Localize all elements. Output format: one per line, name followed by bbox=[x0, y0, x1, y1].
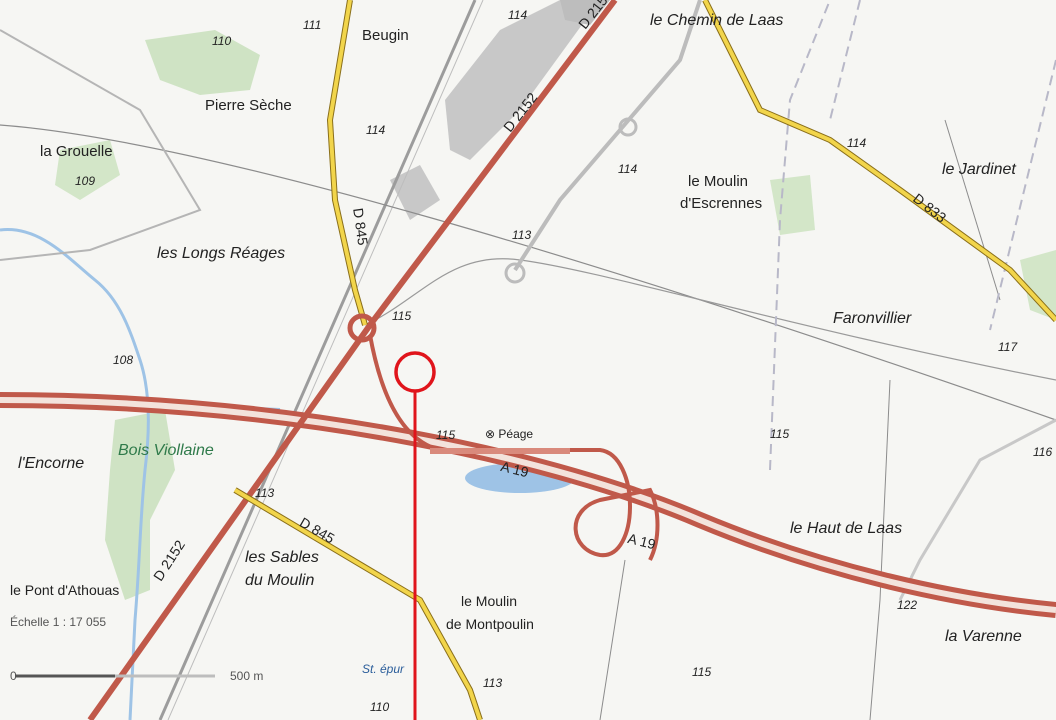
minor-road bbox=[0, 29, 202, 261]
elevation-label: 113 bbox=[255, 486, 275, 500]
place-label-faronvillier: Faronvillier bbox=[833, 310, 912, 327]
road-d845 bbox=[233, 488, 482, 720]
minor-road bbox=[829, 0, 861, 121]
red-circle-pin-icon bbox=[394, 351, 436, 393]
place-label-pont-athouas: le Pont d'Athouas bbox=[10, 582, 120, 598]
railway bbox=[167, 0, 484, 720]
elevation-label: 110 bbox=[370, 700, 390, 714]
elevation-label: 122 bbox=[897, 598, 918, 612]
minor-road bbox=[0, 124, 1056, 421]
place-label-longs-reages: les Longs Réages bbox=[157, 245, 286, 262]
elevation-label: 116 bbox=[1033, 445, 1053, 459]
toll-label-peage: ⊗ Péage bbox=[485, 427, 534, 441]
roundabout bbox=[618, 117, 638, 137]
place-label-grouelle: la Grouelle bbox=[40, 143, 113, 160]
place-label-montpoulin-1: le Moulin bbox=[461, 593, 518, 609]
elevation-label: 115 bbox=[392, 309, 412, 323]
minor-road bbox=[989, 59, 1056, 331]
industrial-building bbox=[445, 0, 600, 160]
industrial-building bbox=[560, 0, 610, 25]
toll-plaza bbox=[430, 448, 570, 454]
elevation-label: 115 bbox=[436, 428, 456, 442]
road-d845 bbox=[327, 0, 367, 326]
road-d2152 bbox=[87, 0, 618, 720]
forest-patch bbox=[105, 410, 175, 600]
place-label-bois-viollaine: Bois Viollaine bbox=[118, 442, 214, 459]
elevation-label: 114 bbox=[618, 162, 638, 176]
elevation-label: 115 bbox=[692, 665, 712, 679]
elevation-label: 113 bbox=[512, 228, 532, 242]
minor-road bbox=[364, 258, 1056, 381]
river bbox=[0, 228, 150, 720]
place-label-sables-2: du Moulin bbox=[245, 572, 315, 589]
place-label-pierre-seche: Pierre Sèche bbox=[205, 97, 292, 114]
railway bbox=[158, 0, 477, 720]
place-label-moulin-escrennes-2: d'Escrennes bbox=[680, 195, 763, 212]
scale-label: Échelle 1 : 17 055 bbox=[10, 615, 107, 629]
elevation-label: 111 bbox=[303, 18, 322, 32]
elevation-label: 114 bbox=[847, 136, 867, 150]
minor-road bbox=[869, 379, 891, 720]
elevation-label: 109 bbox=[75, 174, 96, 188]
scale-zero-label: 0 bbox=[10, 669, 17, 683]
forest-patch bbox=[770, 175, 815, 235]
elevation-label: 108 bbox=[113, 353, 134, 367]
elevation-label: 117 bbox=[998, 340, 1018, 354]
forest-patch bbox=[55, 140, 120, 200]
scale-distance-label: 500 m bbox=[230, 669, 264, 683]
forest-patch bbox=[1020, 250, 1056, 320]
place-label-encorne: l'Encorne bbox=[18, 455, 85, 472]
minor-road bbox=[944, 119, 1001, 301]
elevation-label: 110 bbox=[212, 34, 232, 48]
location-marker[interactable] bbox=[390, 350, 440, 720]
place-label-st-epur: St. épur bbox=[362, 662, 405, 676]
forest-patch bbox=[145, 30, 260, 95]
elevation-label: 113 bbox=[483, 676, 503, 690]
road-d833 bbox=[703, 0, 1056, 322]
roundabout bbox=[504, 262, 526, 284]
minor-road bbox=[769, 0, 831, 471]
elevation-label: 115 bbox=[770, 427, 790, 441]
elevation-label: 114 bbox=[508, 8, 528, 22]
minor-road bbox=[599, 559, 626, 720]
place-label-varenne: la Varenne bbox=[945, 628, 1022, 645]
place-label-chemin-laas: le Chemin de Laas bbox=[650, 12, 784, 29]
elevation-label: 114 bbox=[366, 123, 386, 137]
industrial-building bbox=[390, 165, 440, 220]
motorway-a19 bbox=[0, 397, 1056, 613]
place-label-montpoulin-2: de Montpoulin bbox=[446, 616, 534, 632]
place-label-haut-laas: le Haut de Laas bbox=[790, 520, 903, 537]
roundabout bbox=[347, 313, 377, 343]
place-label-moulin-escrennes-1: le Moulin bbox=[688, 173, 749, 190]
place-label-sables-1: les Sables bbox=[245, 549, 319, 566]
interchange-ramp bbox=[368, 334, 660, 561]
place-label-beugin: Beugin bbox=[362, 27, 409, 44]
place-label-jardinet: le Jardinet bbox=[942, 161, 1016, 178]
